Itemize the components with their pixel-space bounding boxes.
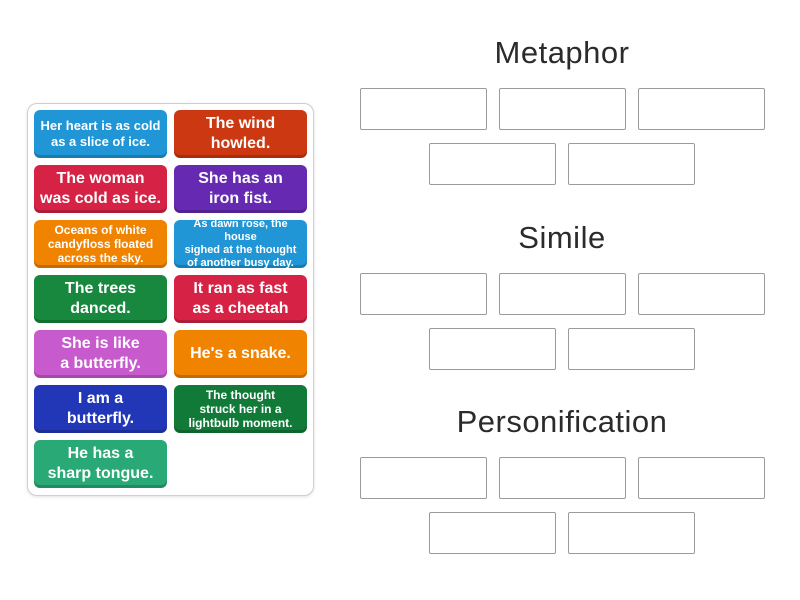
drop-slot[interactable] bbox=[568, 512, 695, 554]
tile-text: She is like a butterfly. bbox=[60, 335, 141, 372]
drop-slot[interactable] bbox=[568, 143, 695, 185]
tile-text: Oceans of white candyfloss floated acros… bbox=[47, 222, 154, 266]
drop-slot[interactable] bbox=[429, 328, 556, 370]
draggable-tile[interactable]: The wind howled. bbox=[174, 110, 307, 158]
drop-slot[interactable] bbox=[359, 273, 487, 315]
draggable-tile[interactable]: He has a sharp tongue. bbox=[34, 440, 167, 488]
category-title: Metaphor bbox=[494, 35, 630, 70]
slot-row bbox=[352, 512, 772, 554]
tile-text: Her heart is as cold as a slice of ice. bbox=[40, 118, 161, 149]
tile-text: She has an iron fist. bbox=[198, 170, 283, 207]
tile-text: The wind howled. bbox=[205, 115, 276, 152]
category-title: Simile bbox=[518, 220, 606, 255]
drop-slot[interactable] bbox=[429, 512, 556, 554]
drop-slot[interactable] bbox=[429, 143, 556, 185]
category-section-metaphor: Metaphor bbox=[352, 33, 772, 185]
category-section-simile: Simile bbox=[352, 218, 772, 370]
drop-slot[interactable] bbox=[568, 328, 695, 370]
drop-slot[interactable] bbox=[359, 457, 487, 499]
draggable-tile[interactable]: It ran as fast as a cheetah bbox=[174, 275, 307, 323]
slot-row bbox=[352, 88, 772, 130]
tile-text: The trees danced. bbox=[64, 280, 137, 317]
draggable-tile[interactable]: Her heart is as cold as a slice of ice. bbox=[34, 110, 167, 158]
drop-slot[interactable] bbox=[637, 457, 765, 499]
drop-slot[interactable] bbox=[359, 88, 487, 130]
draggable-tile[interactable]: She is like a butterfly. bbox=[34, 330, 167, 378]
tile-text: As dawn rose, the house sighed at the th… bbox=[184, 217, 297, 270]
tile-tray: Her heart is as cold as a slice of ice. … bbox=[27, 103, 314, 496]
tile-text: He has a sharp tongue. bbox=[47, 445, 154, 482]
drop-slot[interactable] bbox=[637, 88, 765, 130]
slot-row bbox=[352, 273, 772, 315]
drop-slot[interactable] bbox=[637, 273, 765, 315]
draggable-tile[interactable]: She has an iron fist. bbox=[174, 165, 307, 213]
draggable-tile[interactable]: The trees danced. bbox=[34, 275, 167, 323]
tile-text: I am a butterfly. bbox=[66, 390, 135, 427]
draggable-tile[interactable]: I am a butterfly. bbox=[34, 385, 167, 433]
draggable-tile[interactable]: The woman was cold as ice. bbox=[34, 165, 167, 213]
tile-text: The woman was cold as ice. bbox=[40, 170, 161, 207]
drop-slot[interactable] bbox=[498, 273, 626, 315]
draggable-tile[interactable]: Oceans of white candyfloss floated acros… bbox=[34, 220, 167, 268]
category-section-personification: Personification bbox=[352, 402, 772, 554]
category-title: Personification bbox=[456, 404, 668, 439]
slot-row bbox=[352, 143, 772, 185]
slot-row bbox=[352, 457, 772, 499]
slot-row bbox=[352, 328, 772, 370]
tile-text: He's a snake. bbox=[190, 345, 291, 362]
tile-text: It ran as fast as a cheetah bbox=[192, 280, 289, 317]
tile-text: The thought struck her in a lightbulb mo… bbox=[188, 387, 293, 431]
drop-slot[interactable] bbox=[498, 457, 626, 499]
draggable-tile[interactable]: He's a snake. bbox=[174, 330, 307, 378]
draggable-tile[interactable]: As dawn rose, the house sighed at the th… bbox=[174, 217, 307, 270]
drop-slot[interactable] bbox=[498, 88, 626, 130]
draggable-tile[interactable]: The thought struck her in a lightbulb mo… bbox=[174, 385, 307, 433]
